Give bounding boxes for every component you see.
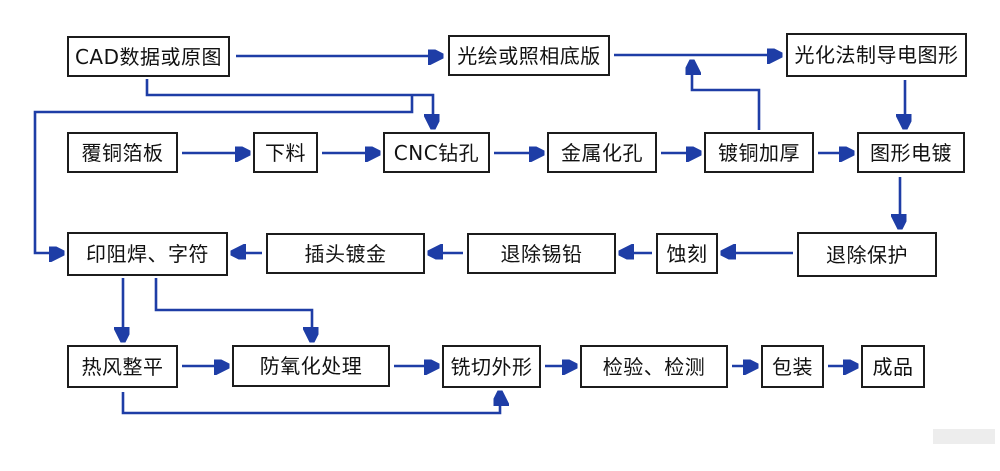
node-finished-product: 成品 xyxy=(861,345,925,388)
edge-copper-plating-to-photochemical xyxy=(692,63,761,130)
node-copper-clad-laminate: 覆铜箔板 xyxy=(67,132,178,173)
node-etching: 蚀刻 xyxy=(656,233,718,274)
node-strip-tin-lead: 退除锡铅 xyxy=(467,233,616,274)
edge-solder-mask-to-anti-oxidation xyxy=(154,278,312,339)
edge-cad-to-solder-mask xyxy=(33,96,414,253)
node-plated-through-hole: 金属化孔 xyxy=(547,132,657,173)
node-cad-data: CAD数据或原图 xyxy=(67,36,230,77)
node-anti-oxidation: 防氧化处理 xyxy=(232,345,390,387)
edge-cad-to-cnc-drill xyxy=(145,79,433,126)
node-strip-resist: 退除保护 xyxy=(797,232,937,277)
node-hot-air-leveling: 热风整平 xyxy=(67,345,178,388)
node-cnc-drilling: CNC钻孔 xyxy=(383,132,490,173)
node-photo-film: 光绘或照相底版 xyxy=(448,35,610,76)
edge-hasl-to-routing-bypass xyxy=(121,392,500,415)
node-packaging: 包装 xyxy=(761,345,824,388)
node-routing-outline: 铣切外形 xyxy=(442,345,541,388)
node-copper-thickening: 镀铜加厚 xyxy=(704,132,814,173)
node-solder-mask-legend: 印阻焊、字符 xyxy=(67,232,228,276)
node-photochemical-pattern: 光化法制导电图形 xyxy=(786,33,967,77)
node-inspection-testing: 检验、检测 xyxy=(580,345,728,388)
watermark-remnant xyxy=(933,429,995,444)
node-gold-finger-plating: 插头镀金 xyxy=(266,233,425,274)
node-blanking: 下料 xyxy=(253,132,318,173)
node-pattern-plating: 图形电镀 xyxy=(857,132,965,173)
